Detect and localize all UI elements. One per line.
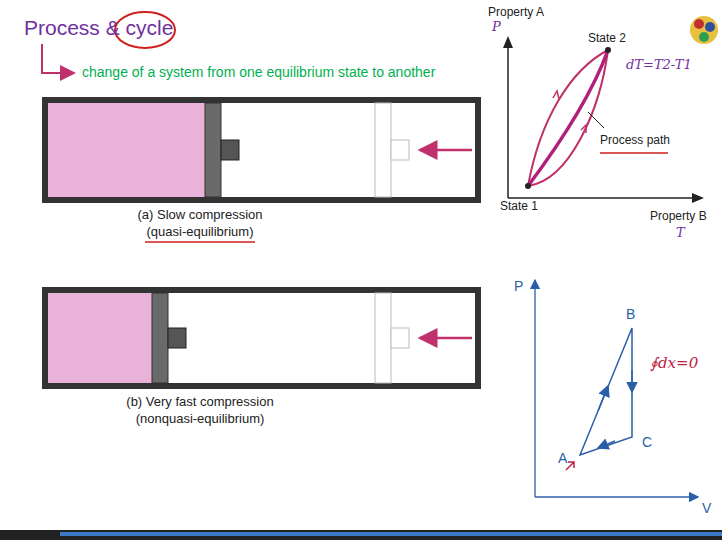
piston-cylinder-b xyxy=(45,290,478,386)
bent-arrow xyxy=(42,44,74,73)
pv-cycle-plot xyxy=(535,280,698,497)
logo xyxy=(690,16,718,44)
hand-note: T xyxy=(676,226,685,241)
point-label: A xyxy=(558,450,567,466)
definition-text: change of a system from one equilibrium … xyxy=(82,64,435,80)
callout-label: Process path xyxy=(600,134,670,148)
figure-caption: (nonquasi-equilibrium) xyxy=(136,412,265,427)
figure-caption: (b) Very fast compression xyxy=(126,395,273,410)
axis-label: Property B xyxy=(650,210,707,224)
hand-note: P xyxy=(492,20,501,35)
point-label: B xyxy=(626,306,635,322)
figure-caption: (quasi-equilibrium) xyxy=(147,225,254,240)
figure-caption: (a) Slow compression xyxy=(138,208,263,223)
state-label: State 1 xyxy=(500,200,538,214)
axis-label: Property A xyxy=(488,6,544,20)
progress-bar xyxy=(60,532,722,536)
axis-label: V xyxy=(702,500,711,516)
process-graph xyxy=(503,36,704,203)
axis-label: P xyxy=(514,278,523,294)
point-label: C xyxy=(642,434,652,450)
hand-note: ∮dx=0 xyxy=(650,355,698,372)
video-bar xyxy=(0,530,722,540)
piston-cylinder-a xyxy=(45,100,478,200)
hand-note: dT=T2-T1 xyxy=(626,58,692,73)
slide-title: Process & cycle xyxy=(24,16,173,40)
state-label: State 2 xyxy=(588,32,626,46)
